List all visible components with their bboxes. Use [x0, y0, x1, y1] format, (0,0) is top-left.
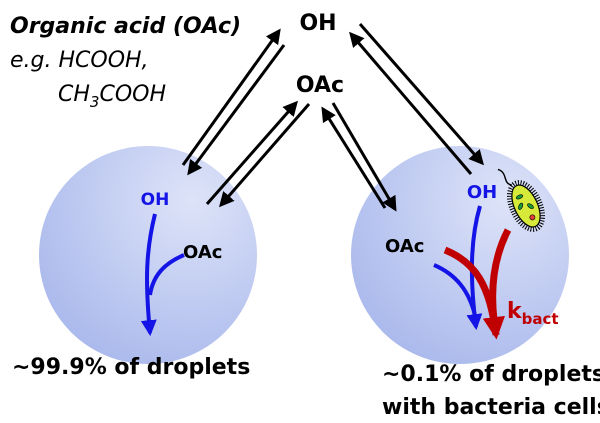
left-droplet-oh-label: OH — [141, 190, 170, 210]
bacterial-uptake-path-bact — [489, 228, 512, 321]
right-droplet-caption-line2: with bacteria cells — [382, 395, 600, 420]
right-droplet-oh-label: OH — [467, 182, 497, 203]
legend-example-2: CH3COOH — [58, 82, 166, 111]
arrow-oh-into-left-droplet — [187, 44, 286, 176]
arrow-oac-into-left-droplet — [219, 103, 311, 208]
bacterial-uptake-path-oac — [443, 246, 505, 340]
rate-constant-label: kbact — [507, 299, 559, 328]
legend-example-1: e.g. HCOOH, — [10, 48, 149, 73]
arrow-oac-into-right-droplet — [331, 102, 397, 212]
reaction-oac-path-left — [148, 253, 185, 296]
arrow-oh-out-left-droplet — [181, 28, 281, 166]
left-droplet-oac-label: OAc — [183, 242, 222, 263]
arrow-oac-out-right-droplet — [321, 106, 387, 209]
reaction-oh-path-left — [140, 213, 157, 337]
arrow-oh-out-right-droplet — [349, 31, 473, 175]
reaction-oac-path-right — [433, 263, 478, 321]
legend-title: Organic acid (OAc) — [10, 14, 241, 39]
left-droplet-caption: ~99.9% of droplets — [12, 355, 250, 380]
arrow-oac-out-left-droplet — [205, 100, 298, 205]
gas-oh-label: OH — [299, 11, 336, 36]
gas-oac-label: OAc — [296, 73, 344, 98]
arrow-oh-into-right-droplet — [358, 23, 484, 166]
right-droplet-oac-label: OAc — [385, 236, 424, 257]
right-droplet-caption-line1: ~0.1% of droplets — [382, 362, 600, 387]
